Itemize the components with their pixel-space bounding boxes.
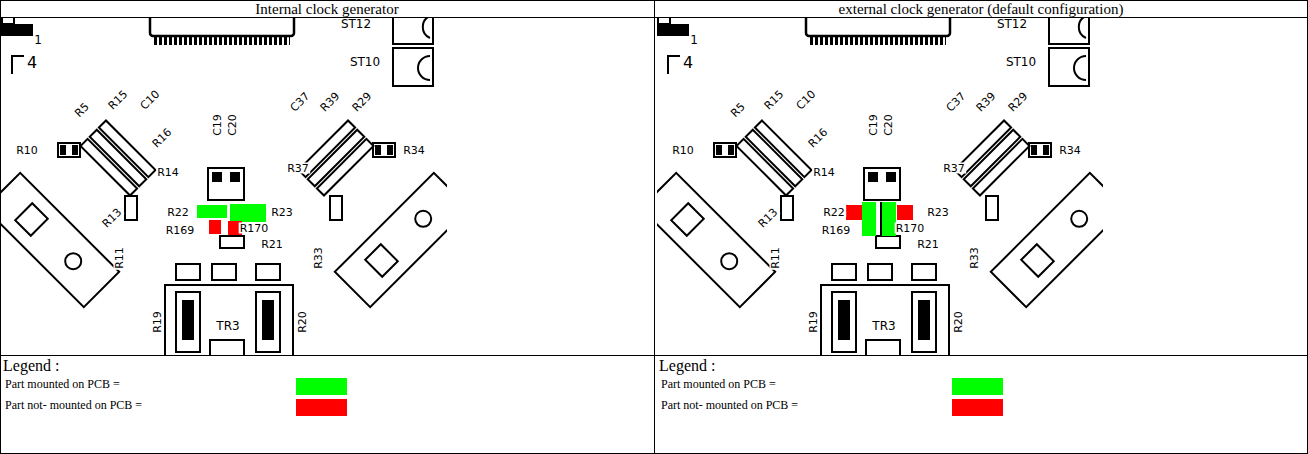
part-name: R15 xyxy=(106,88,130,112)
part-name: R169 xyxy=(821,225,852,236)
legend-text: Part mounted on PCB = xyxy=(5,378,120,390)
part-name: R34 xyxy=(1058,145,1082,156)
part-name: R19 xyxy=(152,310,163,334)
legend-heading: Legend : xyxy=(3,358,59,374)
part-name: R169 xyxy=(165,225,196,236)
part-name: R14 xyxy=(812,167,836,178)
part-name: 1 xyxy=(689,34,699,46)
part-name: C10 xyxy=(138,88,163,113)
legend-swatch xyxy=(296,378,347,395)
part-name: R33 xyxy=(313,246,324,270)
part-name: R29 xyxy=(1006,90,1030,114)
column-header: Internal clock generator xyxy=(255,2,398,17)
part-name: R21 xyxy=(260,239,284,250)
part-name: R23 xyxy=(926,207,950,218)
part-name: R14 xyxy=(156,167,180,178)
legend-text: Part not- mounted on PCB = xyxy=(5,399,142,411)
part-name: R22 xyxy=(166,207,190,218)
legend-heading: Legend : xyxy=(659,358,715,374)
part-name: ST10 xyxy=(1005,56,1037,68)
part-name: R33 xyxy=(969,246,980,270)
part-name: C20 xyxy=(227,113,238,137)
part-name: R11 xyxy=(770,246,781,270)
board-shape xyxy=(862,202,876,236)
part-name: R19 xyxy=(808,310,819,334)
part-name: R16 xyxy=(150,126,174,150)
part-name: R15 xyxy=(762,88,786,112)
part-name: R22 xyxy=(822,207,846,218)
board-shape xyxy=(880,202,882,236)
column-header: external clock generator (default config… xyxy=(839,2,1124,17)
part-name: R10 xyxy=(15,145,39,156)
part-name: 1 xyxy=(33,34,43,46)
part-name: ST12 xyxy=(340,18,372,30)
board-shape xyxy=(846,205,862,220)
part-name: R10 xyxy=(671,145,695,156)
part-name: TR3 xyxy=(215,320,240,332)
part-name: ST12 xyxy=(996,18,1028,30)
part-name: R13 xyxy=(756,206,780,230)
part-name: TR3 xyxy=(871,320,896,332)
part-name: R5 xyxy=(728,100,748,120)
legend-swatch xyxy=(952,399,1003,416)
pcb-layout xyxy=(641,8,1125,365)
part-name: C37 xyxy=(288,90,313,115)
part-name: R16 xyxy=(806,126,830,150)
board-shape xyxy=(654,0,655,454)
part-name: 4 xyxy=(26,55,38,71)
part-name: R39 xyxy=(318,90,342,114)
legend-swatch xyxy=(952,378,1003,395)
part-name: R37 xyxy=(286,163,310,174)
part-name: R29 xyxy=(350,90,374,114)
board-shape xyxy=(209,220,221,234)
part-name: R20 xyxy=(297,310,308,334)
part-name: R20 xyxy=(953,310,964,334)
part-name: R13 xyxy=(100,206,124,230)
part-name: R39 xyxy=(974,90,998,114)
part-name: 4 xyxy=(682,55,694,71)
part-name: C37 xyxy=(944,90,969,115)
part-name: R170 xyxy=(895,223,926,234)
part-name: R21 xyxy=(916,239,940,250)
part-name: C19 xyxy=(868,113,879,137)
part-name: R170 xyxy=(239,223,270,234)
legend-text: Part mounted on PCB = xyxy=(661,378,776,390)
part-name: R23 xyxy=(270,207,294,218)
board-shape xyxy=(897,205,913,220)
legend-swatch xyxy=(296,399,347,416)
part-name: C20 xyxy=(883,113,894,137)
part-name: R11 xyxy=(114,246,125,270)
part-name: ST10 xyxy=(349,56,381,68)
part-name: C19 xyxy=(212,113,223,137)
part-name: R5 xyxy=(72,100,92,120)
board-shape xyxy=(230,204,266,222)
part-name: R34 xyxy=(402,145,426,156)
part-name: R37 xyxy=(942,163,966,174)
pcb-layout xyxy=(0,8,469,365)
legend-text: Part not- mounted on PCB = xyxy=(661,399,798,411)
board-shape xyxy=(197,205,227,218)
part-name: C10 xyxy=(794,88,819,113)
